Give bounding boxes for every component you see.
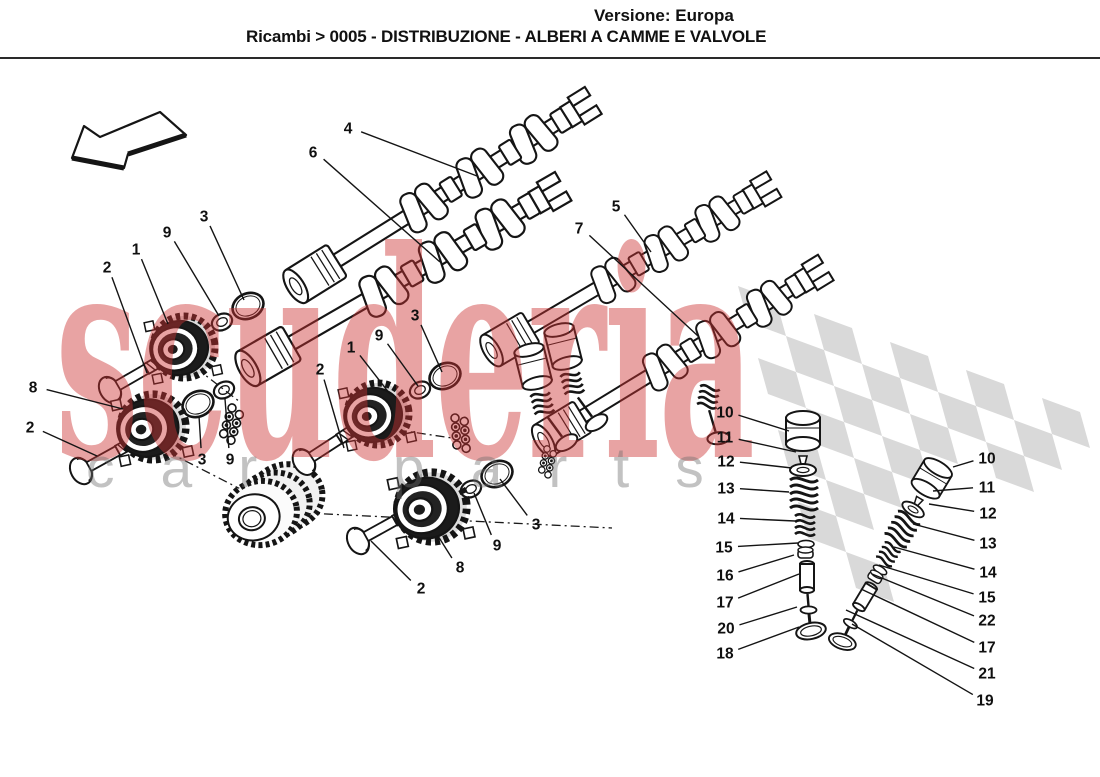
flag-cell <box>966 370 1014 420</box>
flag-cell <box>826 480 874 530</box>
cam-variator-3 <box>335 376 416 455</box>
flag-cell <box>834 386 882 436</box>
timing-chain-segment-2 <box>449 412 472 454</box>
flag-cell <box>758 358 806 408</box>
flag-cell <box>786 336 834 386</box>
flag-cell <box>938 392 986 442</box>
timing-chain-segment-1 <box>216 402 247 447</box>
cam-variator-1 <box>141 309 222 388</box>
breadcrumb-title: Ricambi > 0005 - DISTRIBUZIONE - ALBERI … <box>246 27 767 46</box>
flag-cell <box>798 502 846 552</box>
cam-variator-4 <box>384 464 475 552</box>
tappet-valve-3 <box>695 383 731 446</box>
flag-cell <box>986 442 1034 492</box>
flag-cell <box>1014 420 1062 470</box>
checkered-flag <box>738 286 1090 602</box>
chain-sprocket-cluster <box>222 461 326 549</box>
header-divider <box>0 57 1100 59</box>
washer-2 <box>210 377 238 403</box>
flag-cell <box>814 314 862 364</box>
flag-cell <box>910 414 958 464</box>
flag-cell <box>862 364 910 414</box>
flag-cell <box>854 458 902 508</box>
seal-ring-1 <box>226 286 270 326</box>
direction-arrow-icon <box>70 110 188 170</box>
seal-ring-4 <box>475 454 519 494</box>
version-label: Versione: Europa <box>594 6 734 25</box>
flag-cell <box>890 342 938 392</box>
direction-arrow-shadow <box>71 132 187 171</box>
flag-cell <box>1042 398 1090 448</box>
